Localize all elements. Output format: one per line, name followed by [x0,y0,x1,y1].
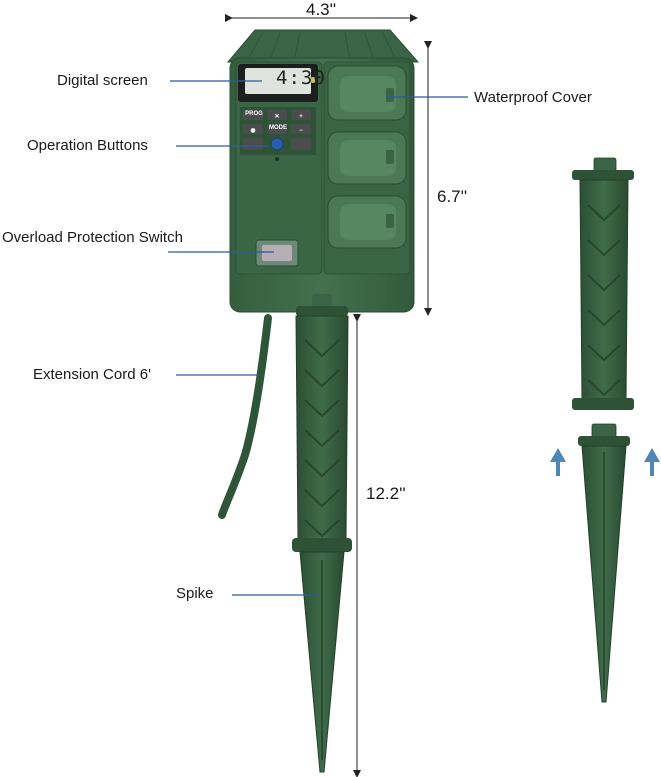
digital-screen-label: Digital screen [57,72,148,89]
extension-cord [218,314,272,519]
mounted-spike [292,294,352,773]
operation-buttons-label: Operation Buttons [27,137,148,154]
svg-text:✕: ✕ [274,113,279,120]
width-dimension-label: 4.3'' [306,0,337,19]
svg-text:◉: ◉ [250,128,256,134]
clock-button[interactable]: ◉ [243,124,263,134]
overload-protection-switch[interactable] [255,239,299,267]
spike-lower-part [578,423,630,703]
cancel-button[interactable]: ✕ [267,110,287,120]
prog-button[interactable] [243,110,263,120]
waterproof-cover-2[interactable] [327,131,407,185]
leader-lines [168,80,468,596]
waterproof-cover-3[interactable] [327,195,407,249]
waterproof-cover-label: Waterproof Cover [474,89,592,106]
assembly-arrow-left-icon [550,448,566,476]
mode-button[interactable] [267,124,287,134]
spike-upper-part [572,157,634,410]
reset-hole[interactable] [275,157,279,161]
lcd-time: 4:30 [276,67,326,89]
extension-cord-label: Extension Cord 6' [33,366,151,383]
height-dimension-label: 6.7'' [437,187,468,206]
digital-screen [238,64,318,102]
mode-button-label: MODE [269,125,287,131]
plus-button[interactable]: + [291,110,311,120]
overload-protection-switch-label: Overload Protection Switch [2,229,183,246]
prog-button-label: PROG [245,111,263,117]
countdown-button[interactable] [291,138,311,150]
assembly-arrow-right-icon [644,448,660,476]
minus-button[interactable]: − [291,124,311,134]
spike-length-label: 12.2'' [366,484,406,503]
svg-text:+: + [299,114,303,120]
power-button[interactable] [270,137,284,151]
random-button[interactable] [243,138,263,150]
svg-text:−: − [299,128,303,134]
spike-label: Spike [176,585,214,602]
waterproof-cover-1[interactable] [327,65,407,121]
